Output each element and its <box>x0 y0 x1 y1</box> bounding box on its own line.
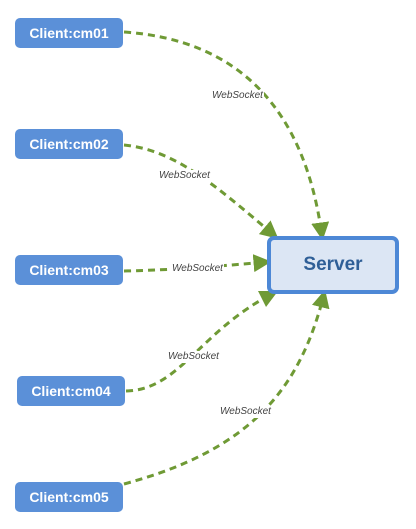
edge-label-cm05: WebSocket <box>219 406 272 418</box>
edge-label-cm02: WebSocket <box>158 170 211 182</box>
client-node-cm04[interactable]: Client:cm04 <box>17 376 125 406</box>
connection-edge-cm02 <box>123 143 279 239</box>
client-node-cm03[interactable]: Client:cm03 <box>15 255 123 285</box>
server-node[interactable]: Server <box>267 236 399 294</box>
connection-edge-cm04 <box>125 290 279 393</box>
connection-edge-cm01 <box>123 30 330 241</box>
client-node-cm01[interactable]: Client:cm01 <box>15 18 123 48</box>
connection-edge-cm05 <box>123 289 330 486</box>
client-node-cm05[interactable]: Client:cm05 <box>15 482 123 512</box>
client-node-cm02[interactable]: Client:cm02 <box>15 129 123 159</box>
edge-label-cm01: WebSocket <box>211 90 264 102</box>
edge-label-cm03: WebSocket <box>171 263 224 275</box>
edge-label-cm04: WebSocket <box>167 351 220 363</box>
